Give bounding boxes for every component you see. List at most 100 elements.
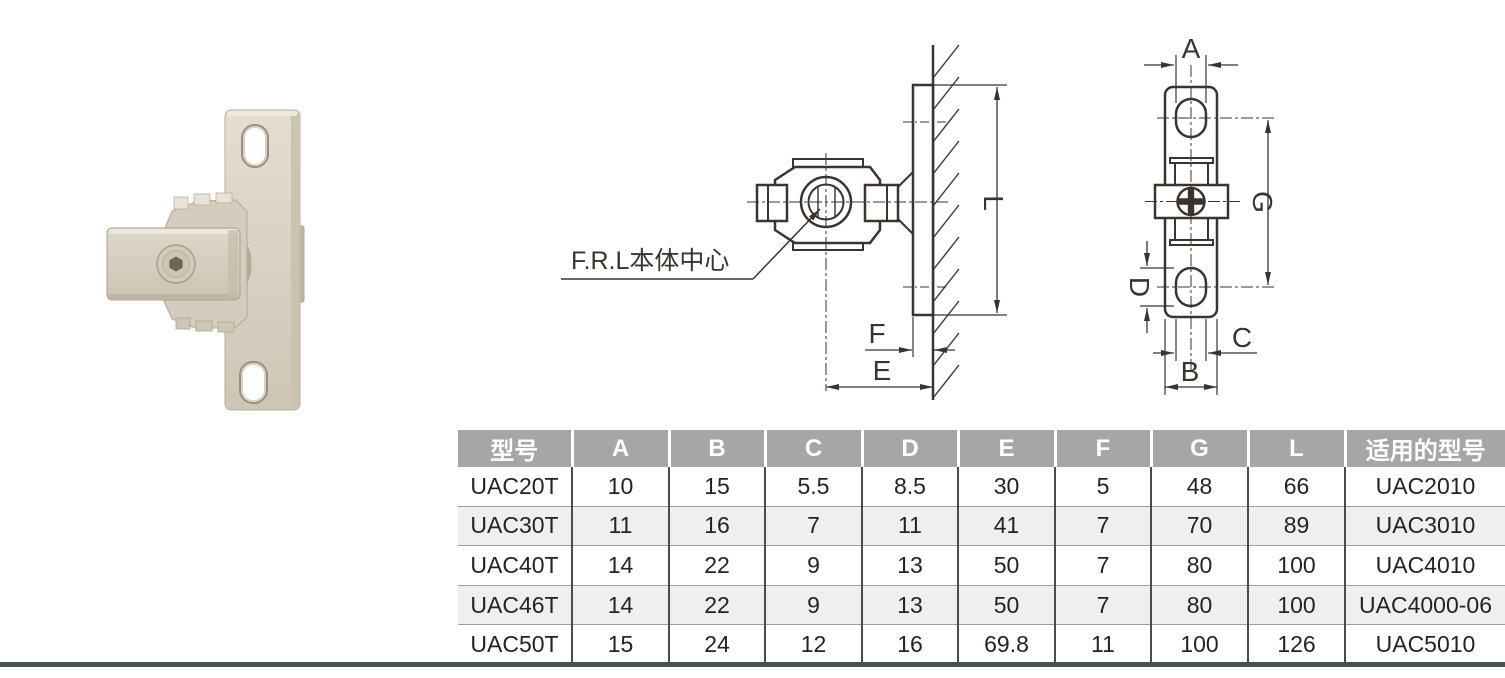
mounting-slot-bottom [239, 361, 268, 404]
table-cell: 11 [861, 505, 958, 546]
table-cell: 14 [571, 545, 669, 586]
header-A: A [570, 430, 669, 467]
cell-applicable-model: UAC3010 [1344, 505, 1505, 546]
table-cell: 80 [1150, 545, 1248, 586]
cell-applicable-model: UAC4010 [1344, 545, 1505, 586]
side-view-drawing: A G D C B [1124, 33, 1278, 395]
table-cell: 41 [957, 505, 1055, 546]
table-cell: 5.5 [764, 467, 862, 507]
header-G: G [1149, 430, 1248, 467]
table-cell: 14 [571, 584, 669, 625]
block-top-highlight [109, 229, 238, 234]
table-cell: 22 [668, 584, 765, 625]
table-cell: 126 [1247, 624, 1345, 664]
table-cell: 7 [1054, 545, 1151, 586]
table-row: UAC30T 11 16 7 11 41 7 70 89 UAC3010 [458, 505, 1505, 546]
dim-label-G: G [1247, 191, 1278, 213]
dim-label-A: A [1182, 33, 1201, 64]
clamp-tooth [193, 193, 211, 206]
dimension-table: 型号 A B C D E F G L 适用的型号 UAC20T 10 15 [458, 430, 1505, 664]
cell-model: UAC50T [458, 624, 572, 664]
cell-applicable-model: UAC5010 [1344, 624, 1505, 664]
table-cell: 10 [571, 467, 669, 507]
table-cell: 100 [1247, 545, 1345, 586]
hex-socket [169, 256, 183, 272]
table-row: UAC20T 10 15 5.5 8.5 30 5 48 66 UAC2010 [458, 467, 1505, 507]
dim-label-B: B [1181, 356, 1200, 387]
cell-model: UAC40T [458, 545, 572, 586]
dim-label-C: C [1232, 322, 1252, 353]
table-cell: 9 [764, 545, 862, 586]
slot-bottom-inner-rim [241, 363, 266, 402]
flare-bottom [897, 218, 914, 235]
front-view-drawing: F.R.L本体中心 F E L [561, 44, 1009, 400]
clamp-tooth [195, 320, 213, 332]
flare-top [897, 171, 914, 188]
clamp-tooth [173, 196, 189, 210]
block-end-shade [228, 230, 238, 298]
header-applicable-model: 适用的型号 [1343, 430, 1505, 467]
wall-hatching [932, 44, 960, 399]
table-cell: 13 [861, 545, 958, 586]
header-B: B [667, 430, 765, 467]
table-cell: 9 [764, 584, 862, 625]
leader-line [752, 208, 821, 280]
table-cell: 16 [861, 624, 958, 664]
header-model: 型号 [458, 430, 572, 467]
table-cell: 48 [1150, 467, 1248, 507]
cell-applicable-model: UAC4000-06 [1344, 584, 1505, 625]
table-cell: 8.5 [861, 467, 958, 507]
clamp-tooth [175, 317, 191, 330]
bottom-rule [0, 662, 1505, 667]
header-D: D [860, 430, 958, 467]
bracket-plate-side [911, 83, 935, 317]
left-jaw [755, 183, 789, 223]
table-cell: 7 [1054, 584, 1151, 625]
block-bottom-shade [109, 294, 238, 299]
clamp-tooth [217, 321, 235, 333]
table-cell: 11 [1054, 624, 1151, 664]
mounting-slot-top [241, 124, 269, 168]
dim-label-D: D [1124, 277, 1155, 297]
table-cell: 15 [571, 624, 669, 664]
cell-model: UAC46T [458, 584, 572, 625]
frl-center-label: F.R.L本体中心 [571, 247, 729, 275]
table-cell: 7 [764, 505, 862, 546]
cell-model: UAC20T [458, 467, 572, 507]
table-cell: 11 [571, 505, 669, 546]
table-cell: 16 [668, 505, 765, 546]
table-row: UAC40T 14 22 9 13 50 7 80 100 UAC4010 [458, 545, 1505, 586]
table-cell: 12 [764, 624, 862, 664]
table-cell: 50 [957, 545, 1055, 586]
plate-edge-shade [291, 114, 299, 406]
clamp-tooth [215, 192, 233, 204]
plate-top-highlight [228, 111, 297, 116]
table-cell: 69.8 [957, 624, 1055, 664]
right-jaw [863, 183, 900, 223]
product-photo [106, 109, 305, 411]
header-E: E [956, 430, 1055, 467]
cell-applicable-model: UAC2010 [1344, 467, 1505, 507]
table-cell: 24 [668, 624, 765, 664]
table-row: UAC50T 15 24 12 16 69.8 11 100 126 UAC50… [458, 624, 1505, 664]
slot-top-inner-rim [243, 126, 267, 166]
cell-model: UAC30T [458, 505, 572, 546]
header-F: F [1053, 430, 1151, 467]
table-cell: 100 [1247, 584, 1345, 625]
table-cell: 5 [1054, 467, 1151, 507]
table-cell: 22 [668, 545, 765, 586]
table-header-row: 型号 A B C D E F G L 适用的型号 [458, 430, 1505, 467]
header-L: L [1246, 430, 1345, 467]
table-cell: 66 [1247, 467, 1345, 507]
table-cell: 89 [1247, 505, 1345, 546]
table-cell: 80 [1150, 584, 1248, 625]
dim-label-F: F [868, 318, 885, 349]
table-cell: 70 [1150, 505, 1248, 546]
table-cell: 7 [1054, 505, 1151, 546]
table-cell: 100 [1150, 624, 1248, 664]
table-cell: 15 [668, 467, 765, 507]
dim-label-E: E [873, 355, 892, 386]
header-C: C [763, 430, 862, 467]
table-cell: 30 [957, 467, 1055, 507]
